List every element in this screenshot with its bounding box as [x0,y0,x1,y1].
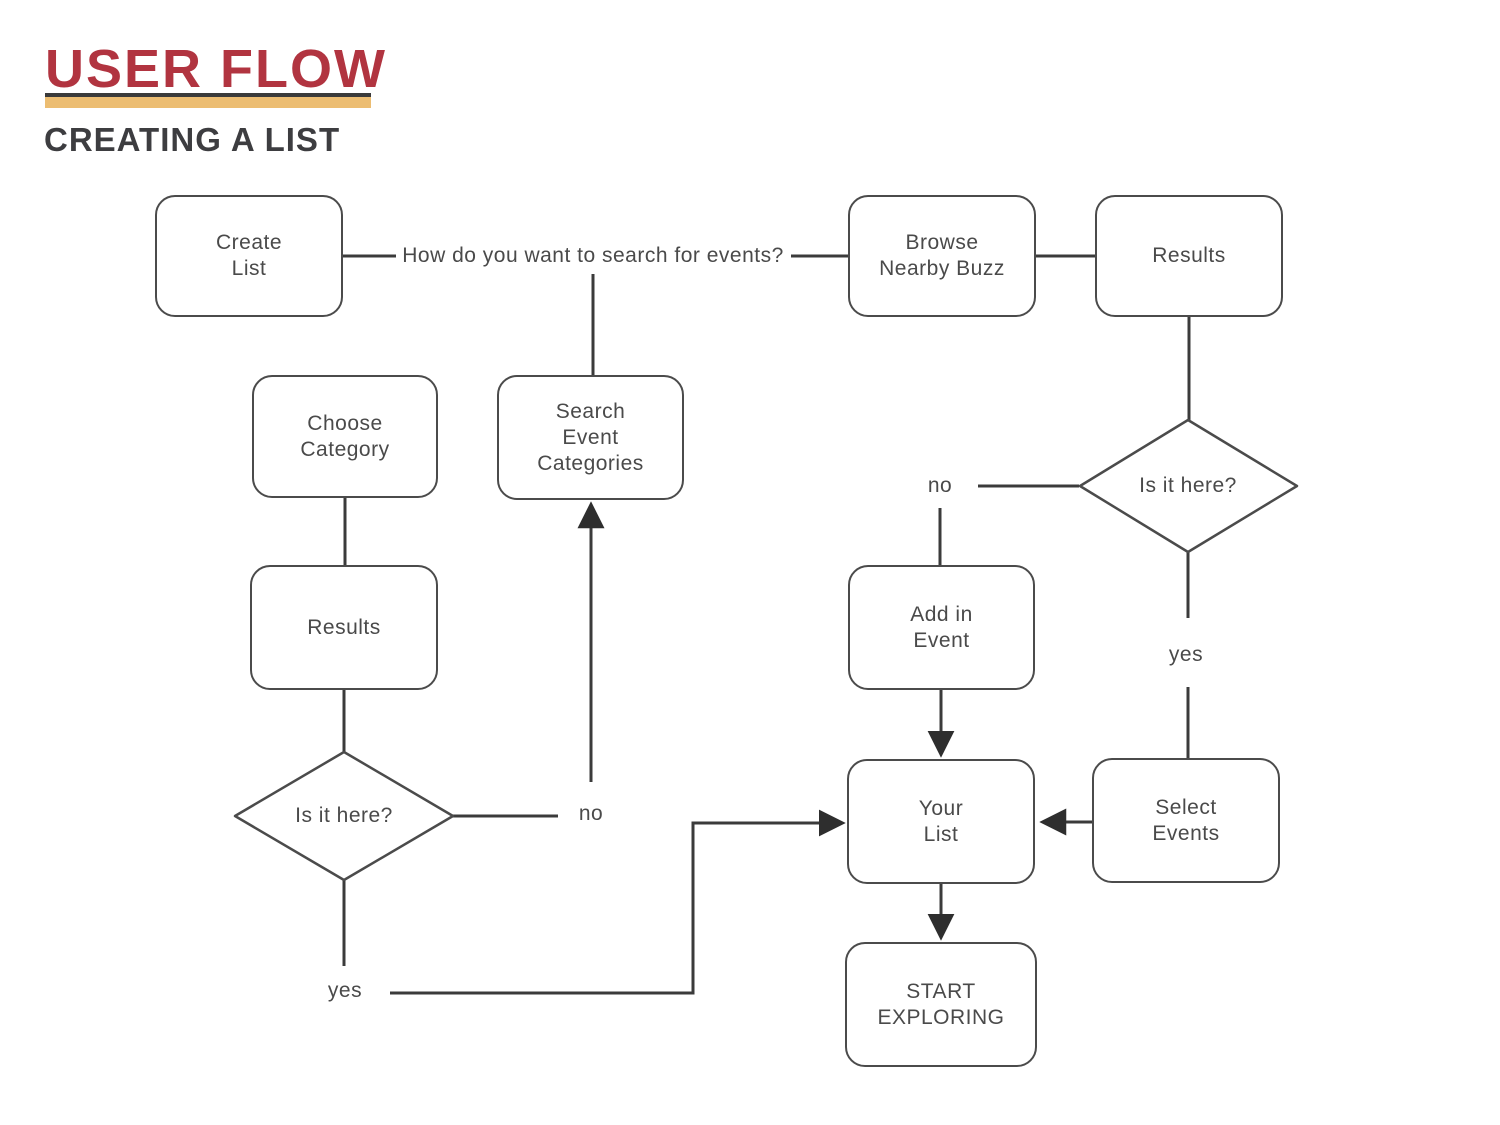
decision-right-shape [1078,418,1299,554]
decision-left-label: Is it here? [295,804,393,827]
node-results-top: Results [1095,195,1283,317]
edge-label-yes-right: yes [1168,643,1204,666]
edge-label-no-right: no [927,474,953,497]
edge-label-yes-left: yes [327,979,363,1002]
decision-shapes [233,418,1299,882]
node-select-events: Select Events [1092,758,1280,883]
title-accent-bar [45,97,371,108]
node-browse-nearby-buzz: Browse Nearby Buzz [848,195,1036,317]
connectors [342,254,1191,995]
node-create-list: Create List [155,195,343,317]
node-add-in-event: Add in Event [848,565,1035,690]
arrow-yes-to-your-list [390,809,846,995]
node-results-left: Results [250,565,438,690]
title-underline [45,93,371,97]
node-search-event-categories: Search Event Categories [497,375,684,500]
edge-label-question: How do you want to search for events? [402,244,784,267]
decision-left-shape [233,750,455,882]
page-subtitle: CREATING A LIST [44,121,341,158]
node-choose-category: Choose Category [252,375,438,498]
node-your-list: Your List [847,759,1035,884]
node-start-exploring: START EXPLORING [845,942,1037,1067]
decision-right-label: Is it here? [1139,474,1237,497]
edge-label-no-left: no [578,802,604,825]
page-title: USER FLOW [45,39,387,99]
